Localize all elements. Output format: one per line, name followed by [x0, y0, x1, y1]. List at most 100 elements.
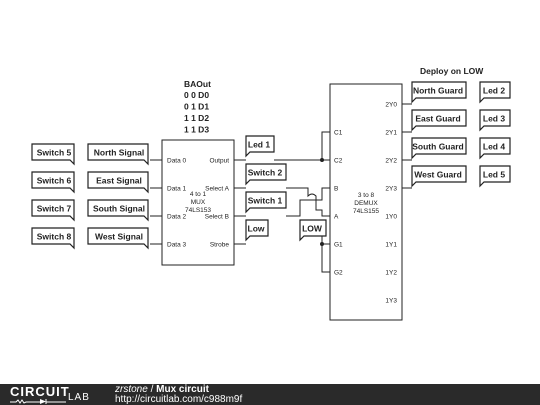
led-label-3-box: [479, 109, 511, 132]
led-label-3[interactable]: Led 3: [479, 109, 511, 132]
logo-waveform-icon: [10, 399, 66, 404]
logo-text-top: CIRCUIT: [10, 384, 70, 399]
wire-g1-to-g2: [321, 244, 330, 273]
guard-label-3-text: West Guard: [414, 170, 462, 180]
signal-label-0[interactable]: North Signal: [87, 143, 149, 166]
signal-label-0-text: North Signal: [94, 148, 145, 158]
mux-name: MUX: [191, 199, 206, 206]
mux-pin-right: Output: [209, 158, 229, 165]
mux-pin-left: Data 2: [167, 214, 187, 221]
author-link[interactable]: zrstone: [115, 384, 148, 395]
guard-label-3[interactable]: West Guard: [411, 165, 467, 188]
demux-pin-left: G1: [334, 242, 343, 249]
switch-label-7-text: Switch 7: [37, 204, 72, 214]
low-label-mux-box: [245, 219, 269, 242]
demux-pin-left: B: [334, 186, 338, 193]
signal-label-2[interactable]: South Signal: [87, 199, 149, 222]
mux-pin-left: Data 0: [167, 158, 187, 165]
led-1-label-box: [245, 135, 275, 158]
led-label-3-text: Led 3: [483, 114, 505, 124]
signal-label-1[interactable]: East Signal: [87, 171, 149, 194]
meta-separator: /: [147, 384, 157, 395]
guard-label-2-box: [411, 137, 467, 160]
demux-name: 74LS155: [353, 208, 379, 215]
led-label-2-text: Led 2: [483, 86, 505, 96]
switch-label-8[interactable]: Switch 8: [31, 227, 75, 250]
demux-name: DEMUX: [354, 200, 378, 207]
mux-pin-right: Strobe: [210, 242, 230, 249]
guard-label-2[interactable]: South Guard: [411, 137, 467, 160]
deploy-label: Deploy on LOW: [420, 66, 484, 76]
demux-pin-left: C1: [334, 130, 343, 137]
signal-label-1-box: [87, 171, 149, 194]
demux-chip[interactable]: [329, 83, 403, 321]
truth-table-row: 0 0 D0: [184, 90, 209, 100]
truth-table-header: BAOut: [184, 79, 211, 89]
switch-1-label[interactable]: Switch 1: [245, 191, 287, 214]
switch-label-7[interactable]: Switch 7: [31, 199, 75, 222]
circuit-title: Mux circuit: [156, 384, 209, 395]
mux-pin-left: Data 1: [167, 186, 187, 193]
low-label-mux[interactable]: Low: [245, 219, 269, 242]
signal-label-1-text: East Signal: [96, 176, 142, 186]
junction-dot: [320, 158, 324, 162]
switch-label-7-box: [31, 199, 75, 222]
switch-2-label-box: [245, 163, 287, 186]
mux-name: 4 to 1: [190, 191, 207, 198]
circuit-url[interactable]: http://circuitlab.com/c988m9f: [115, 394, 243, 405]
signal-label-3-text: West Signal: [95, 232, 143, 242]
led-label-2-box: [479, 81, 511, 104]
wire-select-a: [286, 187, 330, 217]
led-label-4[interactable]: Led 4: [479, 137, 511, 160]
circuitlab-logo: CIRCUIT LAB: [10, 384, 105, 405]
switch-label-6-box: [31, 171, 75, 194]
switch-2-label[interactable]: Switch 2: [245, 163, 287, 186]
led-label-4-box: [479, 137, 511, 160]
guard-label-0[interactable]: North Guard: [411, 81, 467, 104]
wire-select-b: [286, 187, 330, 217]
demux-pin-right: 2Y3: [385, 186, 397, 193]
guard-label-1[interactable]: East Guard: [411, 109, 467, 132]
signal-label-0-box: [87, 143, 149, 166]
signal-label-3[interactable]: West Signal: [87, 227, 149, 250]
demux-pin-right: 1Y0: [385, 214, 397, 221]
led-1-label-text: Led 1: [248, 140, 270, 150]
switch-label-5-text: Switch 5: [37, 148, 72, 158]
led-label-5-box: [479, 165, 511, 188]
truth-table-row: 1 1 D2: [184, 113, 209, 123]
demux-pin-right: 2Y1: [385, 130, 397, 137]
wire-mux-out-to-c1: [274, 131, 330, 161]
switch-label-5-box: [31, 143, 75, 166]
low-label-mux-text: Low: [248, 224, 265, 234]
switch-1-label-text: Switch 1: [248, 196, 283, 206]
truth-table-row: 1 1 D3: [184, 125, 209, 135]
demux-pin-right: 2Y2: [385, 158, 397, 165]
mux-pin-right: Select A: [205, 186, 230, 193]
demux-pin-left: G2: [334, 270, 343, 277]
mux-name: 74LS153: [185, 207, 211, 214]
switch-label-6-text: Switch 6: [37, 176, 72, 186]
signal-label-2-box: [87, 199, 149, 222]
mux-pin-left: Data 3: [167, 242, 187, 249]
led-1-label[interactable]: Led 1: [245, 135, 275, 158]
footer-bar: CIRCUIT LAB zrstone / Mux circuit http:/…: [0, 384, 540, 405]
junction-dot: [320, 242, 324, 246]
demux-pin-left: A: [334, 214, 339, 221]
circuit-meta: zrstone / Mux circuit: [115, 384, 209, 395]
mux-chip[interactable]: [161, 139, 235, 266]
guard-label-3-box: [411, 165, 467, 188]
guard-label-1-text: East Guard: [415, 114, 460, 124]
guard-label-0-text: North Guard: [413, 86, 463, 96]
demux-pin-left: C2: [334, 158, 343, 165]
led-label-2[interactable]: Led 2: [479, 81, 511, 104]
led-label-5-text: Led 5: [483, 170, 505, 180]
low-label-demux[interactable]: LOW: [299, 219, 327, 242]
led-label-5[interactable]: Led 5: [479, 165, 511, 188]
guard-label-2-text: South Guard: [412, 142, 463, 152]
switch-label-6[interactable]: Switch 6: [31, 171, 75, 194]
logo-text-bottom: LAB: [68, 392, 90, 403]
demux-pin-right: 2Y0: [385, 102, 397, 109]
switch-label-5[interactable]: Switch 5: [31, 143, 75, 166]
